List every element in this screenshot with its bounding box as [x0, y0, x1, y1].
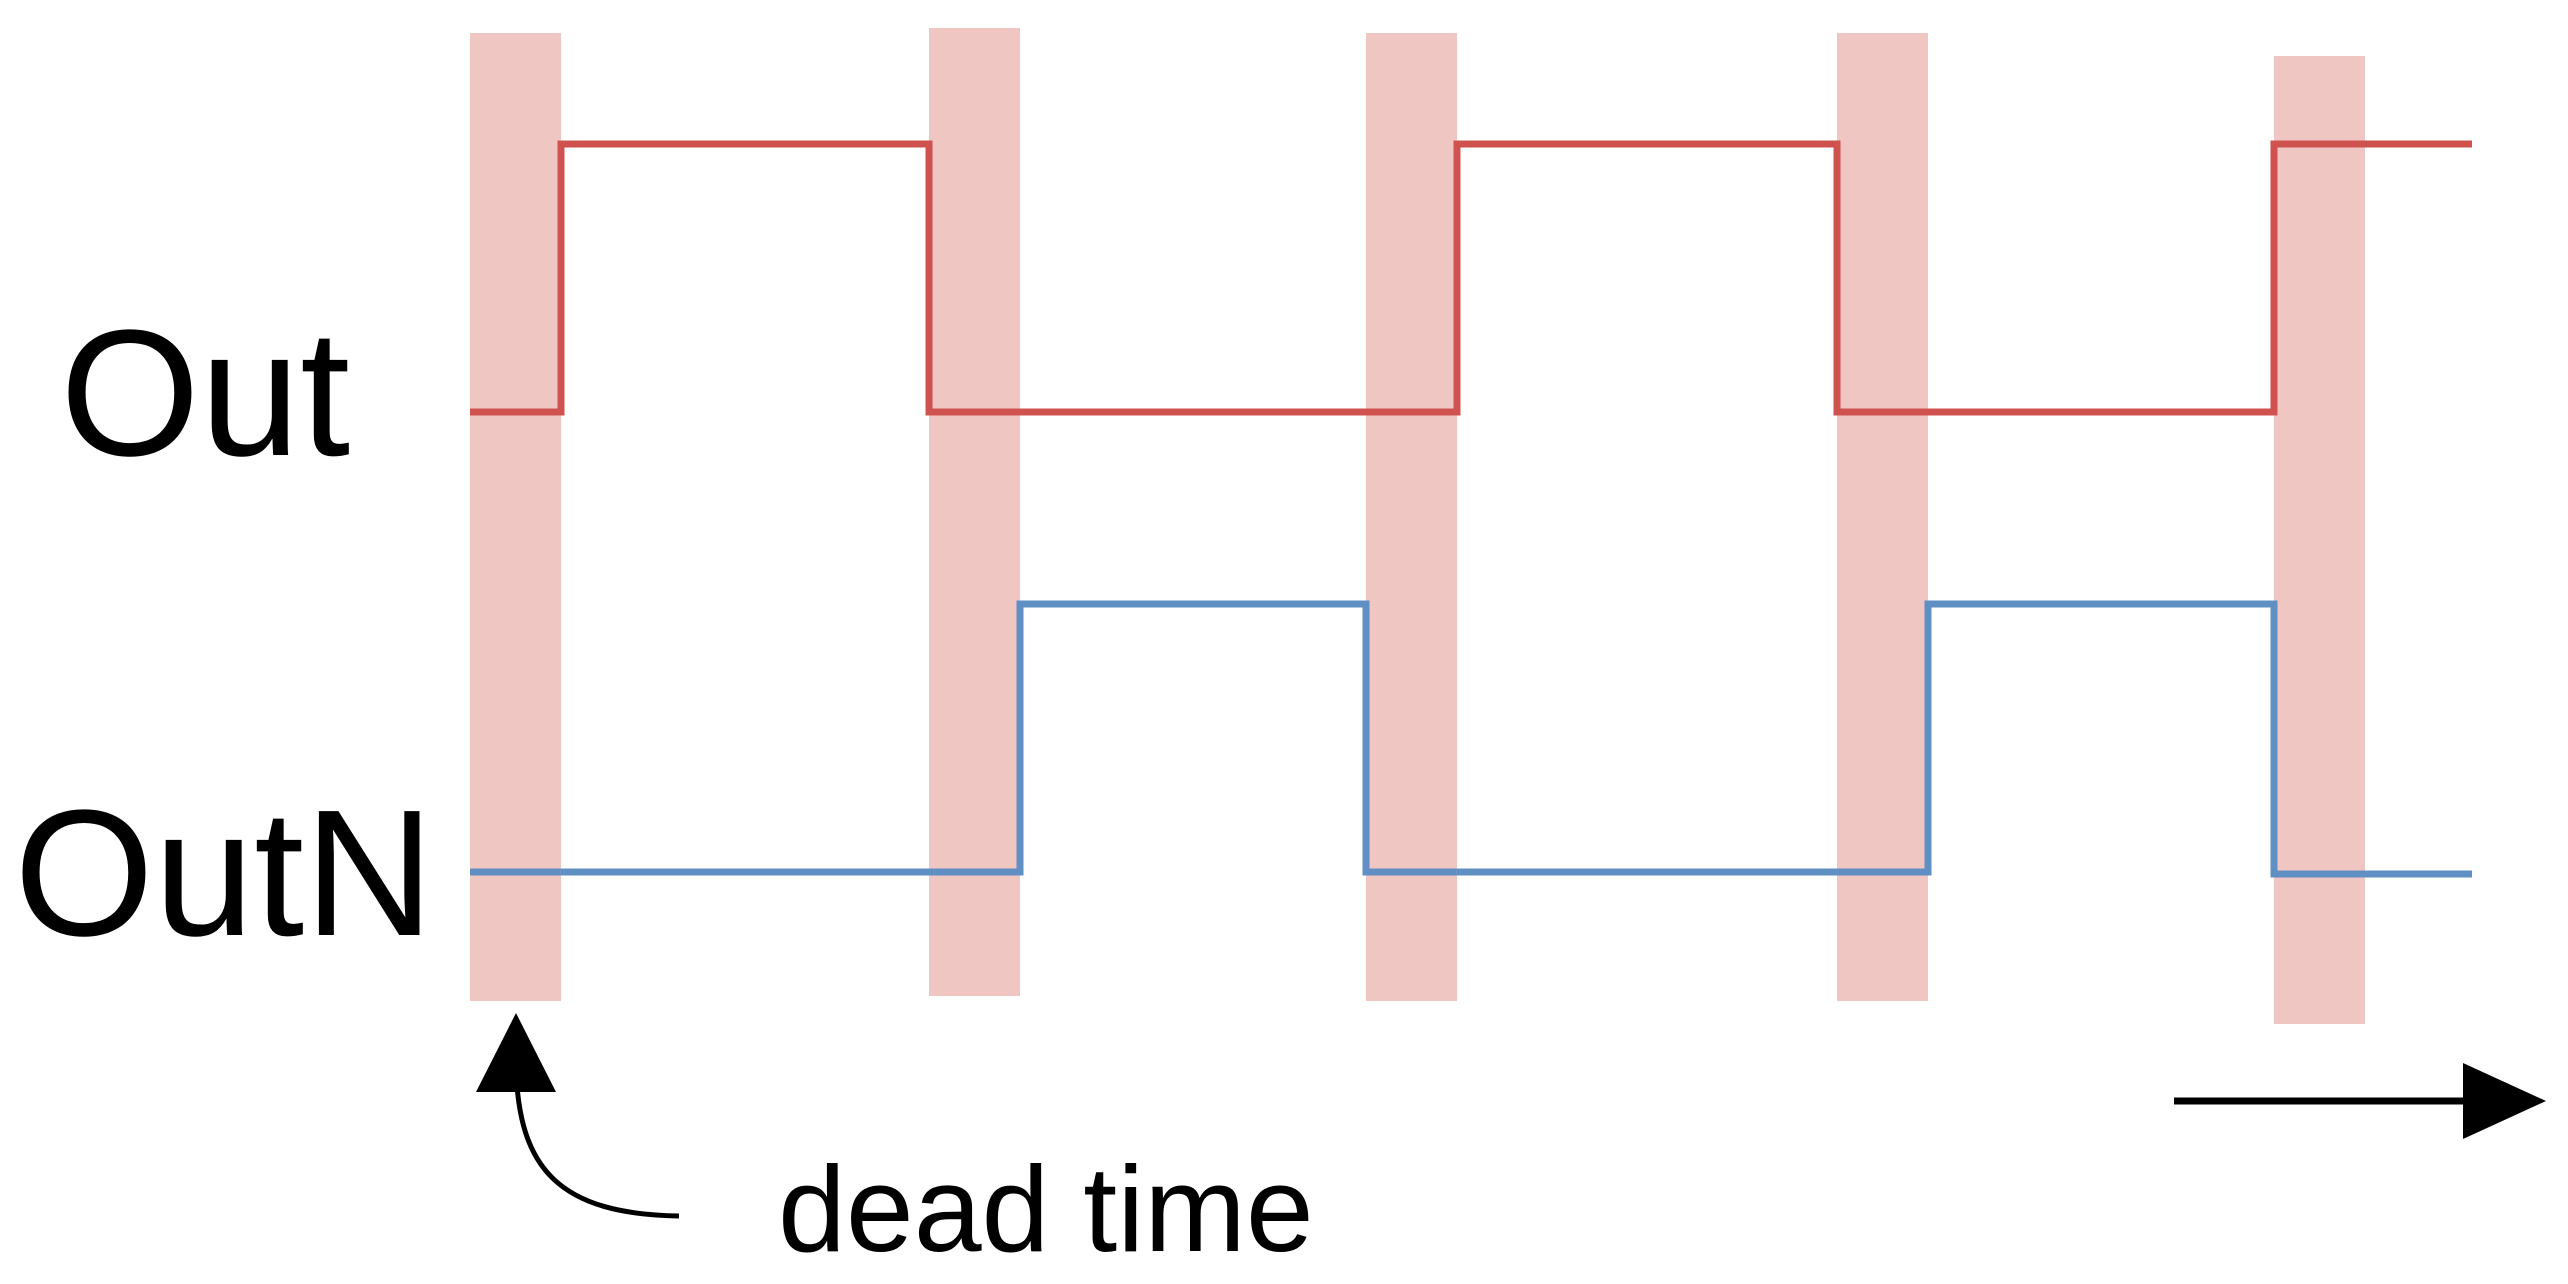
dead-time-pointer — [476, 1013, 680, 1219]
dead-time-pointer-curve — [513, 1064, 680, 1219]
out-waveform — [470, 140, 2472, 416]
outn-waveform — [470, 600, 2472, 878]
dead-time-bands — [470, 28, 2365, 1024]
dead-time-band — [1837, 33, 1928, 1001]
dead-time-band — [1366, 33, 1457, 1001]
dead-time-band — [929, 28, 1020, 996]
dead-time-label: dead time — [778, 1141, 1314, 1277]
time-arrow-arrowhead — [2463, 1063, 2546, 1139]
time-direction-arrow — [2174, 1063, 2546, 1139]
dead-time-band — [2274, 56, 2365, 1024]
dead-time-band — [470, 33, 561, 1001]
outn-signal-label: OutN — [14, 773, 434, 974]
out-signal-label: Out — [60, 293, 350, 494]
dead-time-pointer-arrowhead — [476, 1013, 556, 1092]
